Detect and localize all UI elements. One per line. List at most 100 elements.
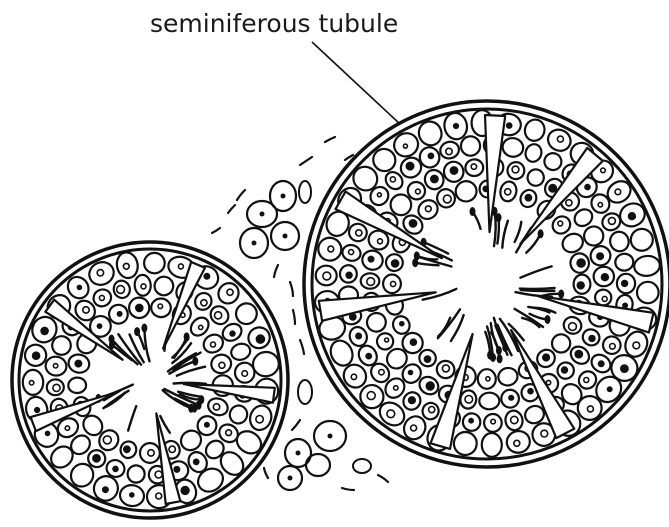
cell-nucleus xyxy=(103,436,111,444)
cell-nucleus xyxy=(416,189,421,194)
cell-nucleus xyxy=(400,322,404,326)
germ-cell xyxy=(229,341,252,362)
cell-nucleus xyxy=(53,384,60,391)
cell-nucleus xyxy=(566,200,572,206)
cell-nucleus xyxy=(211,342,216,347)
cell-nucleus xyxy=(512,166,519,173)
cell-nucleus xyxy=(558,221,563,226)
cell-nucleus xyxy=(450,167,457,174)
cell-nucleus xyxy=(33,352,40,359)
cell-nucleus xyxy=(385,338,389,342)
sperm-tail xyxy=(502,221,508,248)
cell-nucleus xyxy=(377,193,381,197)
cell-nucleus xyxy=(215,312,222,319)
cell-nucleus xyxy=(507,123,512,128)
germ-cell xyxy=(153,275,174,296)
cell-nucleus xyxy=(549,185,556,192)
cell-nucleus xyxy=(155,471,162,478)
cell-nucleus xyxy=(367,278,375,286)
sperm-tail xyxy=(128,406,136,431)
cell-nucleus xyxy=(174,467,179,472)
cell-nucleus xyxy=(356,333,361,338)
sperm-head xyxy=(497,354,503,363)
cell-nucleus xyxy=(471,164,476,169)
cell-nucleus xyxy=(454,124,459,129)
sperm-head xyxy=(470,207,476,216)
cell-nucleus xyxy=(601,168,606,173)
sperm-tail xyxy=(515,222,522,242)
cell-nucleus xyxy=(584,378,589,383)
germ-cell xyxy=(126,464,145,483)
germ-cell xyxy=(525,167,547,189)
cell-nucleus xyxy=(29,381,33,385)
germ-cell xyxy=(633,255,661,277)
cell-nucleus xyxy=(443,195,451,203)
cell-nucleus xyxy=(97,324,101,328)
cell-nucleus xyxy=(608,217,615,224)
sperm-head xyxy=(412,258,418,267)
cell-nucleus xyxy=(124,446,130,452)
cell-nucleus xyxy=(541,430,548,437)
diagram-label: seminiferous tubule xyxy=(150,9,398,38)
cell-nucleus xyxy=(351,374,356,379)
cell-nucleus xyxy=(136,304,143,311)
germ-cell xyxy=(452,431,478,457)
cell-nucleus xyxy=(148,450,154,456)
cell-nucleus xyxy=(201,300,207,306)
small-tubule xyxy=(12,242,288,518)
cell-nucleus xyxy=(557,136,563,142)
sperm-tail xyxy=(521,290,555,291)
cell-nucleus xyxy=(575,351,582,358)
cell-nucleus xyxy=(623,303,627,307)
cell-nucleus xyxy=(633,342,640,349)
germ-cell xyxy=(481,433,502,457)
cell-nucleus xyxy=(227,289,233,295)
sperm-head xyxy=(134,327,140,336)
label-leader-line xyxy=(312,42,400,124)
cell-nucleus xyxy=(141,284,146,289)
cell-nucleus xyxy=(46,431,50,435)
large-tubule-sperm-tails xyxy=(412,207,564,363)
cell-nucleus xyxy=(75,360,81,366)
cell-nucleus xyxy=(602,296,607,301)
cell-nucleus xyxy=(242,371,248,377)
cell-nucleus xyxy=(424,356,430,362)
cell-nucleus xyxy=(346,272,352,278)
cell-nucleus xyxy=(349,250,354,255)
cell-nucleus xyxy=(426,382,434,390)
cell-nucleus xyxy=(219,362,225,368)
cell-nucleus xyxy=(117,312,121,316)
cell-nucleus xyxy=(391,281,396,286)
cell-nucleus xyxy=(169,446,175,452)
small-tubule-cells xyxy=(23,251,281,509)
cell-nucleus xyxy=(486,377,490,381)
cell-nucleus xyxy=(599,361,604,366)
germ-cell xyxy=(460,135,481,157)
cell-nucleus xyxy=(598,203,602,207)
germ-cell xyxy=(497,366,520,387)
cell-nucleus xyxy=(585,185,590,190)
sperm-head xyxy=(558,290,564,299)
cell-nucleus xyxy=(409,397,416,404)
cell-nucleus xyxy=(491,419,496,424)
cell-nucleus xyxy=(411,425,417,431)
germ-cell xyxy=(628,226,655,253)
cell-nucleus xyxy=(505,189,511,195)
germ-cell xyxy=(608,229,632,253)
cell-nucleus xyxy=(356,230,362,236)
cell-nucleus xyxy=(608,387,612,391)
cell-nucleus xyxy=(409,371,413,375)
cell-nucleus xyxy=(562,367,568,373)
germ-cell xyxy=(636,281,659,304)
cell-nucleus xyxy=(83,307,89,313)
cell-nucleus xyxy=(328,246,334,252)
germ-cell xyxy=(614,252,634,271)
cell-nucleus xyxy=(469,419,473,423)
cell-nucleus xyxy=(378,239,383,244)
interstitial-cell xyxy=(298,380,312,404)
cell-nucleus xyxy=(514,440,520,446)
cell-nucleus xyxy=(589,336,595,342)
cell-nucleus xyxy=(256,335,264,343)
interstitial-cell xyxy=(306,454,330,476)
cell-nucleus xyxy=(409,220,416,227)
